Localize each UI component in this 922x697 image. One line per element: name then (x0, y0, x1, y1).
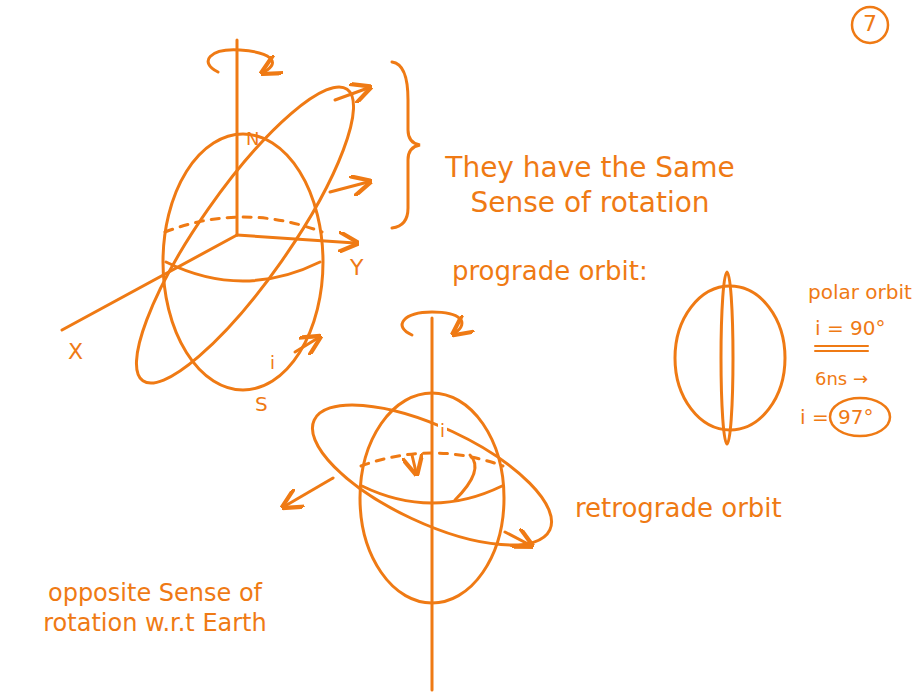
handwritten-note: polar orbit (808, 280, 912, 305)
handwritten-note: N (246, 128, 259, 151)
handwritten-note: i (268, 352, 277, 375)
handwritten-note: 6ns → (815, 368, 868, 391)
handwritten-note: retrograde orbit (575, 492, 782, 525)
handwritten-note: i (438, 420, 447, 443)
handwritten-note: opposite Sense of rotation w.r.t Earth (30, 578, 280, 638)
handwritten-note: i = (800, 405, 829, 430)
handwritten-note: Y (350, 254, 363, 282)
handwritten-note: S (255, 392, 268, 417)
handwritten-note: 7 (863, 10, 877, 38)
handwritten-note: i = 90° (815, 316, 885, 341)
handwritten-note: X (68, 338, 83, 366)
handwritten-note: They have the Same Sense of rotation (430, 150, 750, 220)
handwritten-note: 97° (838, 405, 873, 430)
handwritten-note: prograde orbit: (452, 255, 648, 288)
